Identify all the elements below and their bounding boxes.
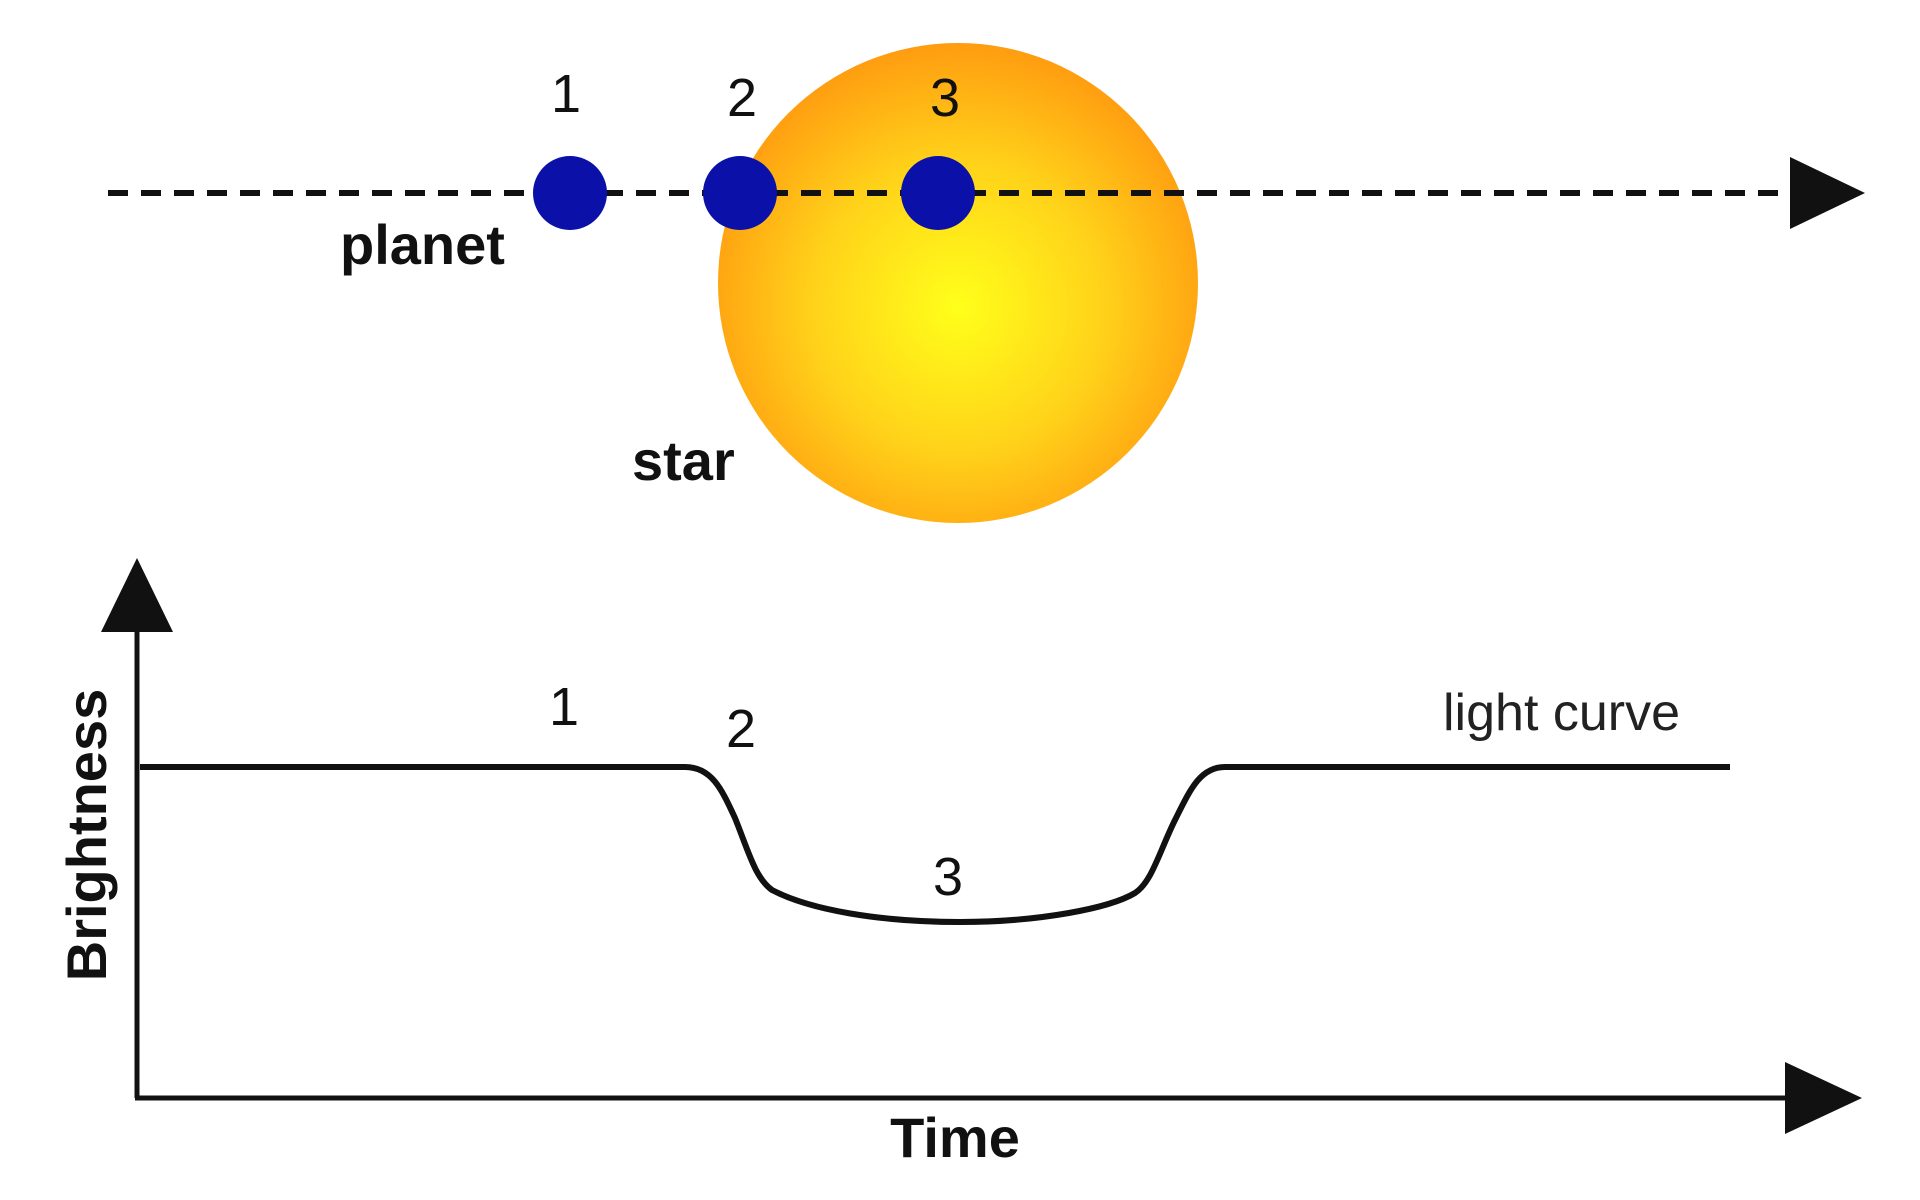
planet-position-2 xyxy=(703,156,777,230)
planet-path-arrowhead xyxy=(1790,157,1865,229)
light-curve-label: light curve xyxy=(1443,684,1680,742)
light-curve-line xyxy=(140,764,1730,925)
y-axis-title: Brightness xyxy=(55,689,118,982)
position-label-3: 3 xyxy=(930,68,960,128)
curve-label-3: 3 xyxy=(933,847,963,907)
x-axis-arrowhead xyxy=(1785,1062,1862,1134)
curve-label-2: 2 xyxy=(726,699,756,759)
planet-position-3 xyxy=(901,156,975,230)
position-label-2: 2 xyxy=(727,68,757,128)
star xyxy=(718,43,1198,523)
planet-position-1 xyxy=(533,156,607,230)
position-label-1: 1 xyxy=(551,64,581,124)
light-curve-graph: 1 2 3 light curve Time Brightness xyxy=(55,558,1862,1169)
planet-label: planet xyxy=(340,213,505,276)
star-label: star xyxy=(632,429,735,492)
x-axis-title: Time xyxy=(890,1106,1020,1169)
transit-scene: 1 2 3 planet star xyxy=(108,43,1865,523)
y-axis-arrowhead xyxy=(101,558,173,632)
curve-label-1: 1 xyxy=(549,677,579,737)
